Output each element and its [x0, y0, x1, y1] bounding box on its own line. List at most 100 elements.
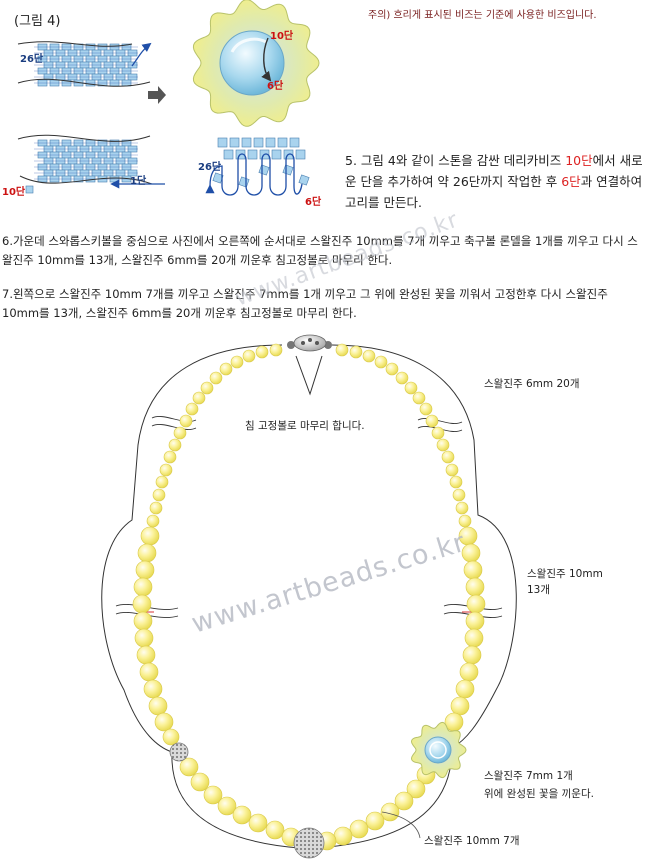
pearl-bead — [179, 757, 199, 777]
weave-bead — [241, 137, 252, 148]
pearl-bead — [152, 488, 166, 502]
pearl-bead — [455, 501, 469, 515]
pearl-bead — [436, 438, 450, 452]
weave-thread — [205, 153, 303, 196]
pearl-bead — [155, 475, 169, 489]
swarovski-center-ball — [293, 827, 325, 859]
pearl-bead — [143, 679, 163, 699]
break-mark-upper-left — [151, 416, 197, 430]
callout-pearl-7mm: 스왈진주 7mm 1개 위에 완성된 꽃을 끼운다. — [484, 767, 594, 803]
pearl-bead — [242, 349, 256, 363]
pearl-bead — [139, 662, 159, 682]
pearl-bead — [149, 501, 163, 515]
pearl-bead — [449, 475, 463, 489]
row-direction-arrow — [261, 37, 272, 82]
pearl-bead — [232, 805, 252, 825]
step-5-red-10: 10단 — [565, 153, 593, 168]
pearl-bead — [185, 402, 199, 416]
pearl-bead — [335, 343, 349, 357]
step-5-part1: 5. 그림 4와 같이 스톤을 감싼 데리카비즈 — [345, 153, 566, 168]
pearl-bead — [190, 772, 210, 792]
row-label-1: 1단 — [130, 176, 147, 187]
weave-bead — [271, 149, 282, 160]
step-5-red-6: 6단 — [561, 174, 581, 189]
pearl-bead — [217, 796, 237, 816]
callout-pearl-6mm: 스왈진주 6mm 20개 — [484, 378, 580, 390]
callout-pearl-10mm-7: 스왈진주 10mm 7개 — [424, 835, 520, 847]
pearl-bead — [168, 438, 182, 452]
process-arrow-icon — [148, 86, 166, 104]
thread-curve-top-upper — [17, 41, 133, 47]
pearl-bead — [441, 450, 455, 464]
pearl-bead — [462, 645, 482, 665]
pearl-bead — [394, 791, 414, 811]
row-label-6-weave: 6단 — [305, 197, 322, 208]
pearl-bead — [450, 696, 470, 716]
bead-note: 주의) 흐리게 표시된 비즈는 기준에 사용한 비즈입니다. — [368, 10, 597, 21]
beadwork-bottom-grid — [34, 139, 138, 183]
weave-bead — [229, 137, 240, 148]
clasp-cap-ball — [287, 334, 332, 352]
pearl-bead — [203, 785, 223, 805]
row-label-26-weave: 26단 — [198, 162, 222, 173]
pearl-bead — [148, 696, 168, 716]
pearl-bead — [349, 345, 363, 359]
pearl-bead — [395, 371, 409, 385]
clasp-pointer — [295, 355, 323, 396]
pearl-bead — [159, 463, 173, 477]
pearl-bead — [163, 450, 177, 464]
step-6-text: 6.가운데 스와롭스키볼을 중심으로 사진에서 오른쪽에 순서대로 스왈진주 1… — [2, 234, 638, 267]
figure-label: (그림 4) — [14, 14, 61, 29]
pearl-bead — [269, 343, 283, 357]
step-5-part2: 에서 새로운 단을 추가하여 약 26단까지 작업한 후 — [345, 153, 643, 189]
pearl-bead — [209, 371, 223, 385]
pearl-bead — [463, 560, 483, 580]
beadwork-top-grid — [34, 43, 138, 87]
pearl-bead — [419, 402, 433, 416]
pearl-bead — [374, 355, 388, 369]
pearl-bead — [452, 488, 466, 502]
pearl-bead — [362, 349, 376, 363]
pearl-bead — [146, 514, 160, 528]
pearl-bead — [132, 594, 152, 614]
weave-bead-loose — [238, 176, 250, 188]
thread-curve-bottom-upper — [17, 134, 151, 142]
single-bead-left — [25, 185, 34, 194]
pearl-bead — [465, 577, 485, 597]
thread-curve-bottom-lower — [19, 175, 153, 185]
pearl-bead — [248, 813, 268, 833]
callout-pearl-10mm: 스왈진주 10mm 13개 — [527, 566, 603, 598]
pearl-bead — [365, 811, 385, 831]
weave-bead — [289, 137, 300, 148]
pearl-bead — [179, 414, 193, 428]
pearl-bead — [154, 712, 174, 732]
pearl-bead — [333, 826, 353, 846]
callout-pearl-7mm-line2: 위에 완성된 꽃을 끼운다. — [484, 788, 594, 800]
pearl-bead — [136, 645, 156, 665]
row-label-26-top: 26단 — [20, 54, 44, 65]
step-5-text: 5. 그림 4와 같이 스톤을 감싼 데리카비즈 10단에서 새로운 단을 추가… — [345, 150, 645, 213]
weave-bead — [223, 149, 234, 160]
weave-bead — [277, 137, 288, 148]
weave-bead-loose — [298, 174, 310, 186]
callout-pearl-10mm-line1: 스왈진주 10mm — [527, 568, 603, 580]
pearl-bead — [431, 426, 445, 440]
thread-curve-top — [17, 78, 151, 87]
pearl-bead — [137, 543, 157, 563]
weave-bead — [217, 137, 228, 148]
pearl-bead — [173, 426, 187, 440]
pearl-bead — [140, 526, 160, 546]
pearl-bead — [135, 560, 155, 580]
step-5-part3: 과 연결하여 고리를 만든다. — [345, 174, 643, 210]
pearl-bead — [465, 611, 485, 631]
pearl-bead — [134, 628, 154, 648]
row-label-6-stone: 6단 — [267, 81, 284, 92]
stone-highlight — [230, 37, 267, 53]
step-7-text: 7.왼쪽으로 스왈진주 10mm 7개를 끼우고 스왈진주 7mm를 1개 끼우… — [2, 287, 608, 320]
leader-10mm-7 — [381, 811, 421, 839]
pearl-bead — [162, 728, 180, 746]
callout-clasp: 침 고정볼로 마무리 합니다. — [245, 420, 365, 432]
weaving-diagram — [212, 137, 310, 188]
pearl-bead — [459, 662, 479, 682]
